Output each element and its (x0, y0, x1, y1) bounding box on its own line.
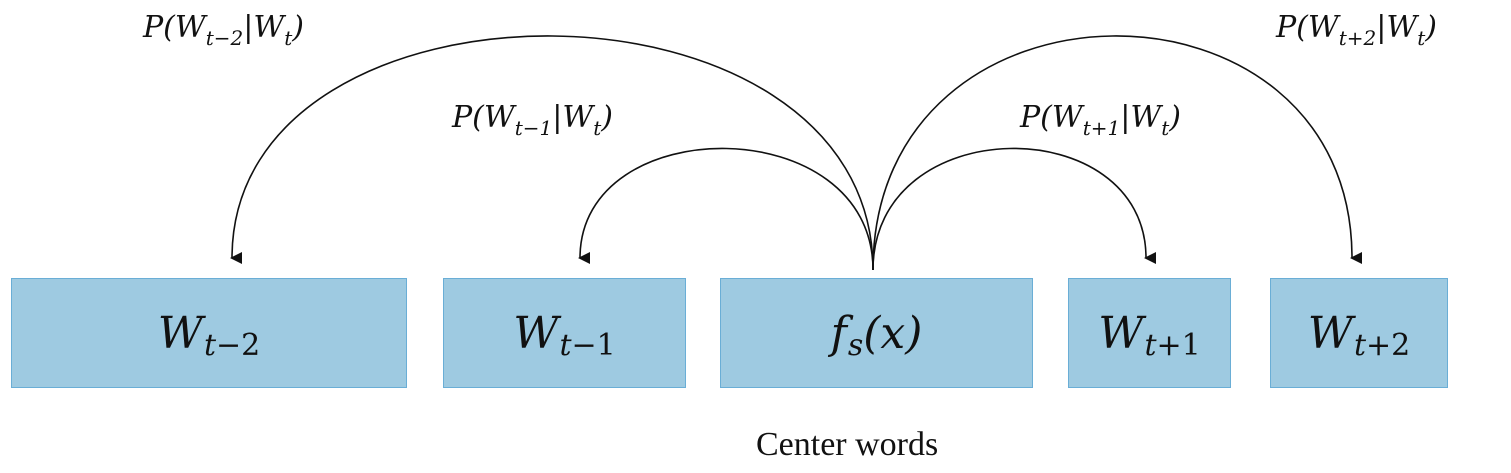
label-p-w-t-minus-1: P(Wt−1|Wt) (452, 100, 613, 140)
label-p-w-t-minus-2: P(Wt−2|Wt) (143, 10, 304, 50)
label-p-w-t-plus-1: P(Wt+1|Wt) (1020, 100, 1181, 140)
caption-center-words: Center words (756, 426, 939, 463)
arc-to-w-t-plus-1 (872, 147, 1157, 271)
arc-to-w-t-minus-1 (578, 147, 874, 271)
arc-to-w-t-plus-2 (872, 35, 1363, 271)
arc-to-w-t-minus-2 (230, 35, 874, 271)
label-p-w-t-plus-2: P(Wt+2|Wt) (1276, 10, 1437, 50)
